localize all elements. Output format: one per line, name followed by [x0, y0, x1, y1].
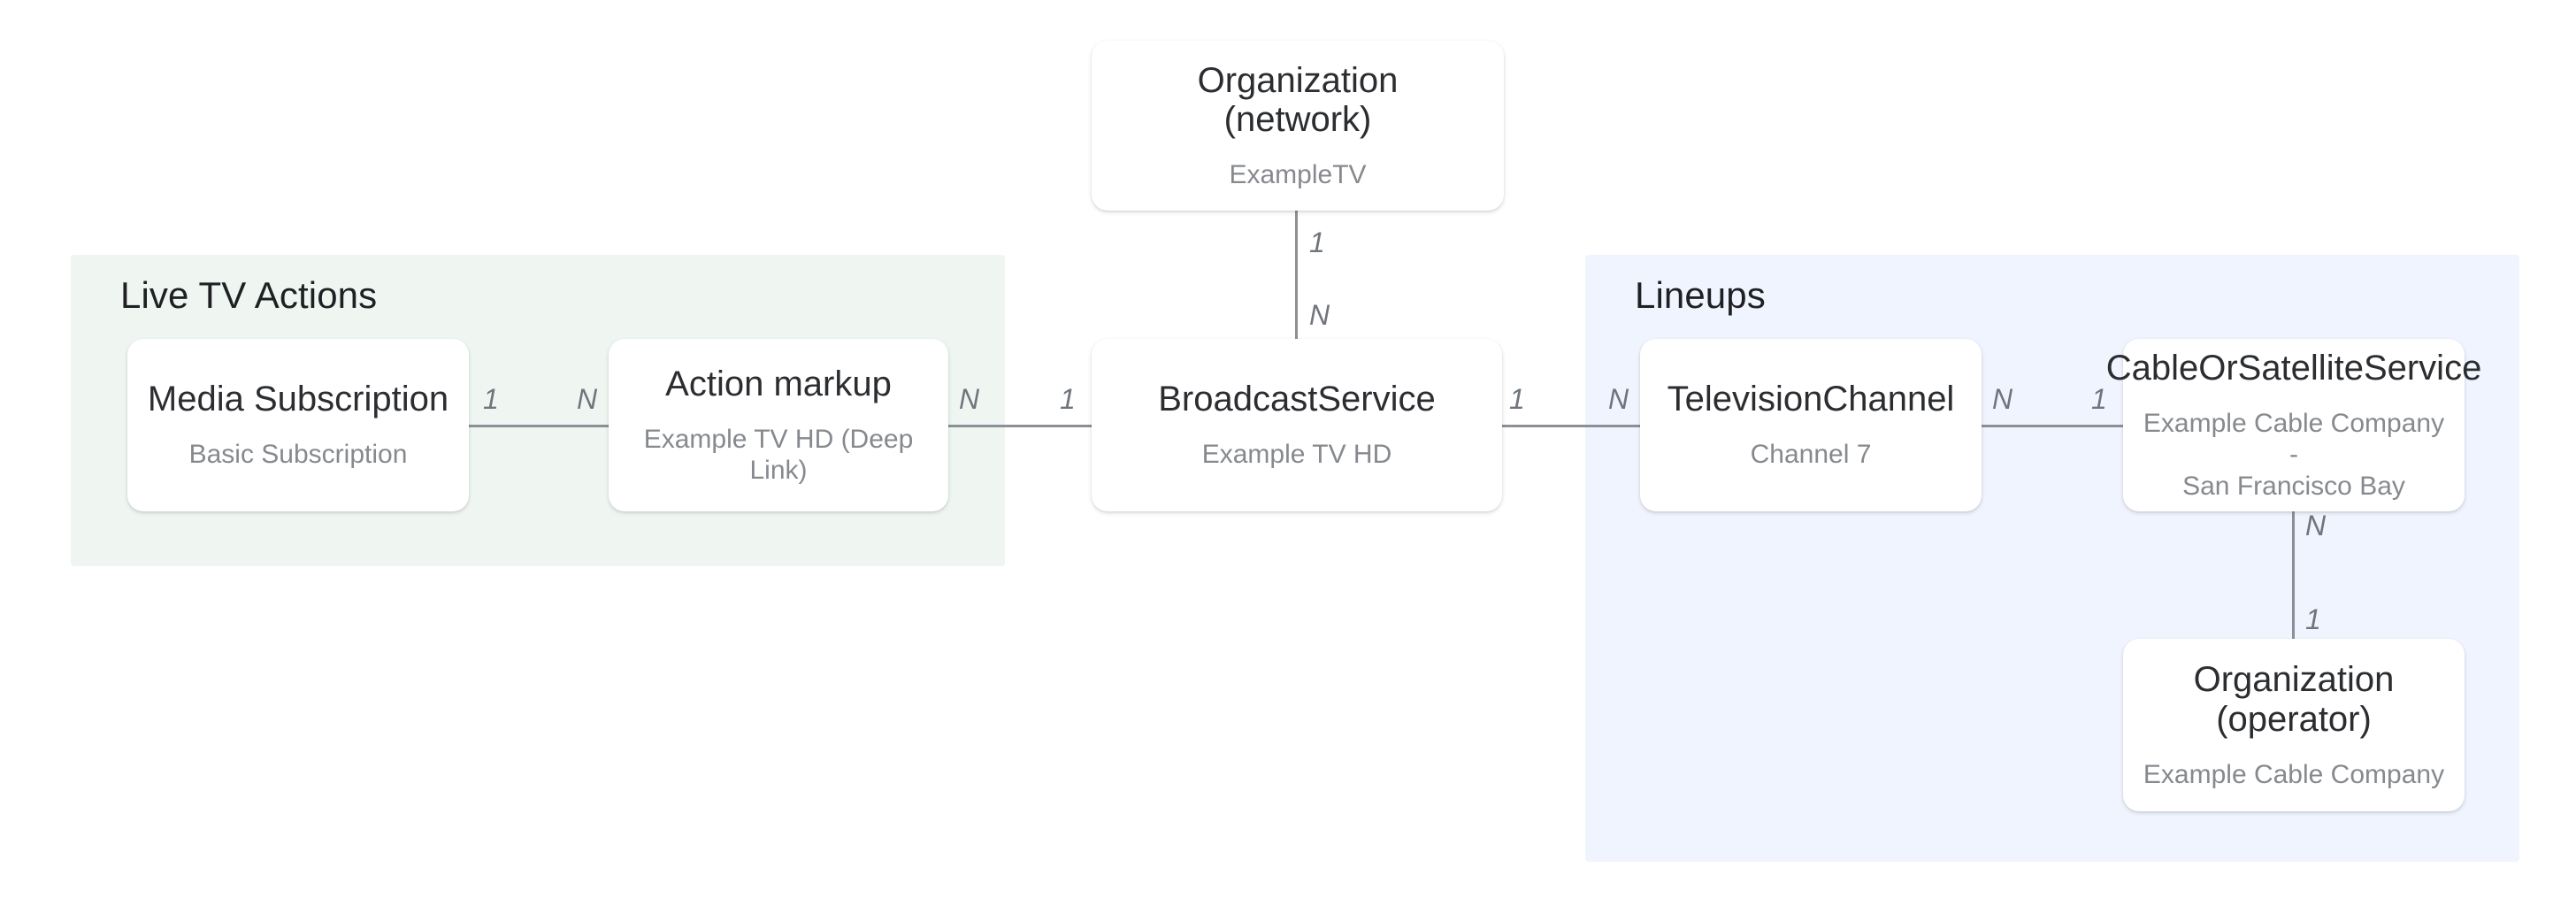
- node-title: Organization (operator): [2193, 660, 2395, 739]
- node-subtitle: Basic Subscription: [188, 440, 408, 470]
- node-title: TelevisionChannel: [1667, 380, 1955, 419]
- node-subtitle: Example TV HD: [1201, 440, 1392, 470]
- node-action-markup[interactable]: Action markup Example TV HD (Deep Link): [609, 339, 948, 511]
- edge-line-media-subscription--action-markup: [467, 425, 610, 427]
- edge-cardinality-television-channel-left-side: N: [1608, 383, 1629, 415]
- node-title: Organization (network): [1197, 60, 1399, 140]
- group-title-live-tv-actions: Live TV Actions: [120, 274, 378, 316]
- node-broadcast-service[interactable]: BroadcastService Example TV HD: [1092, 339, 1502, 511]
- node-television-channel[interactable]: TelevisionChannel Channel 7: [1640, 339, 1982, 511]
- node-media-subscription[interactable]: Media Subscription Basic Subscription: [127, 339, 469, 511]
- edge-cardinality-broadcast-service-top-side: N: [1309, 299, 1330, 331]
- node-title: BroadcastService: [1158, 380, 1436, 419]
- node-title: Action markup: [665, 364, 892, 403]
- edge-cardinality-media-subscription-side: 1: [483, 383, 499, 415]
- node-subtitle: Example Cable Company - San Francisco Ba…: [2143, 408, 2445, 501]
- node-cable-or-satellite-service[interactable]: CableOrSatelliteService Example Cable Co…: [2106, 339, 2481, 511]
- node-subtitle: Example TV HD (Deep Link): [643, 424, 914, 485]
- node-subtitle: Channel 7: [1750, 440, 1872, 470]
- edge-cardinality-cable-or-satellite-service-left-side: 1: [2091, 383, 2107, 415]
- node-title: Media Subscription: [147, 380, 449, 419]
- edge-cardinality-action-markup-right-side: N: [959, 383, 980, 415]
- node-title: CableOrSatelliteService: [2105, 349, 2482, 388]
- edge-cardinality-organization-operator-side: 1: [2305, 603, 2321, 635]
- edge-cardinality-organization-network-side: 1: [1309, 226, 1325, 258]
- edge-cardinality-broadcast-service-left-side: 1: [1060, 383, 1076, 415]
- node-subtitle: Example Cable Company: [2143, 759, 2445, 789]
- group-title-lineups: Lineups: [1635, 274, 1766, 316]
- edge-cardinality-television-channel-right-side: N: [1992, 383, 2013, 415]
- edge-cardinality-action-markup-left-side: N: [577, 383, 598, 415]
- node-subtitle: ExampleTV: [1229, 160, 1367, 190]
- edge-line-television-channel--cable-or-satellite-service: [1980, 425, 2125, 427]
- edge-cardinality-broadcast-service-right-side: 1: [1509, 383, 1525, 415]
- node-organization-operator[interactable]: Organization (operator) Example Cable Co…: [2123, 639, 2465, 811]
- edge-line-broadcast-service--television-channel: [1497, 425, 1642, 427]
- edge-cardinality-cable-or-satellite-service-bottom-side: N: [2305, 510, 2327, 541]
- edge-line-action-markup--broadcast-service: [947, 425, 1093, 427]
- node-organization-network[interactable]: Organization (network) ExampleTV: [1092, 41, 1504, 211]
- edge-line-cable-or-satellite-service--organization-operator: [2292, 511, 2295, 640]
- edge-line-organization-network--broadcast-service: [1295, 211, 1298, 339]
